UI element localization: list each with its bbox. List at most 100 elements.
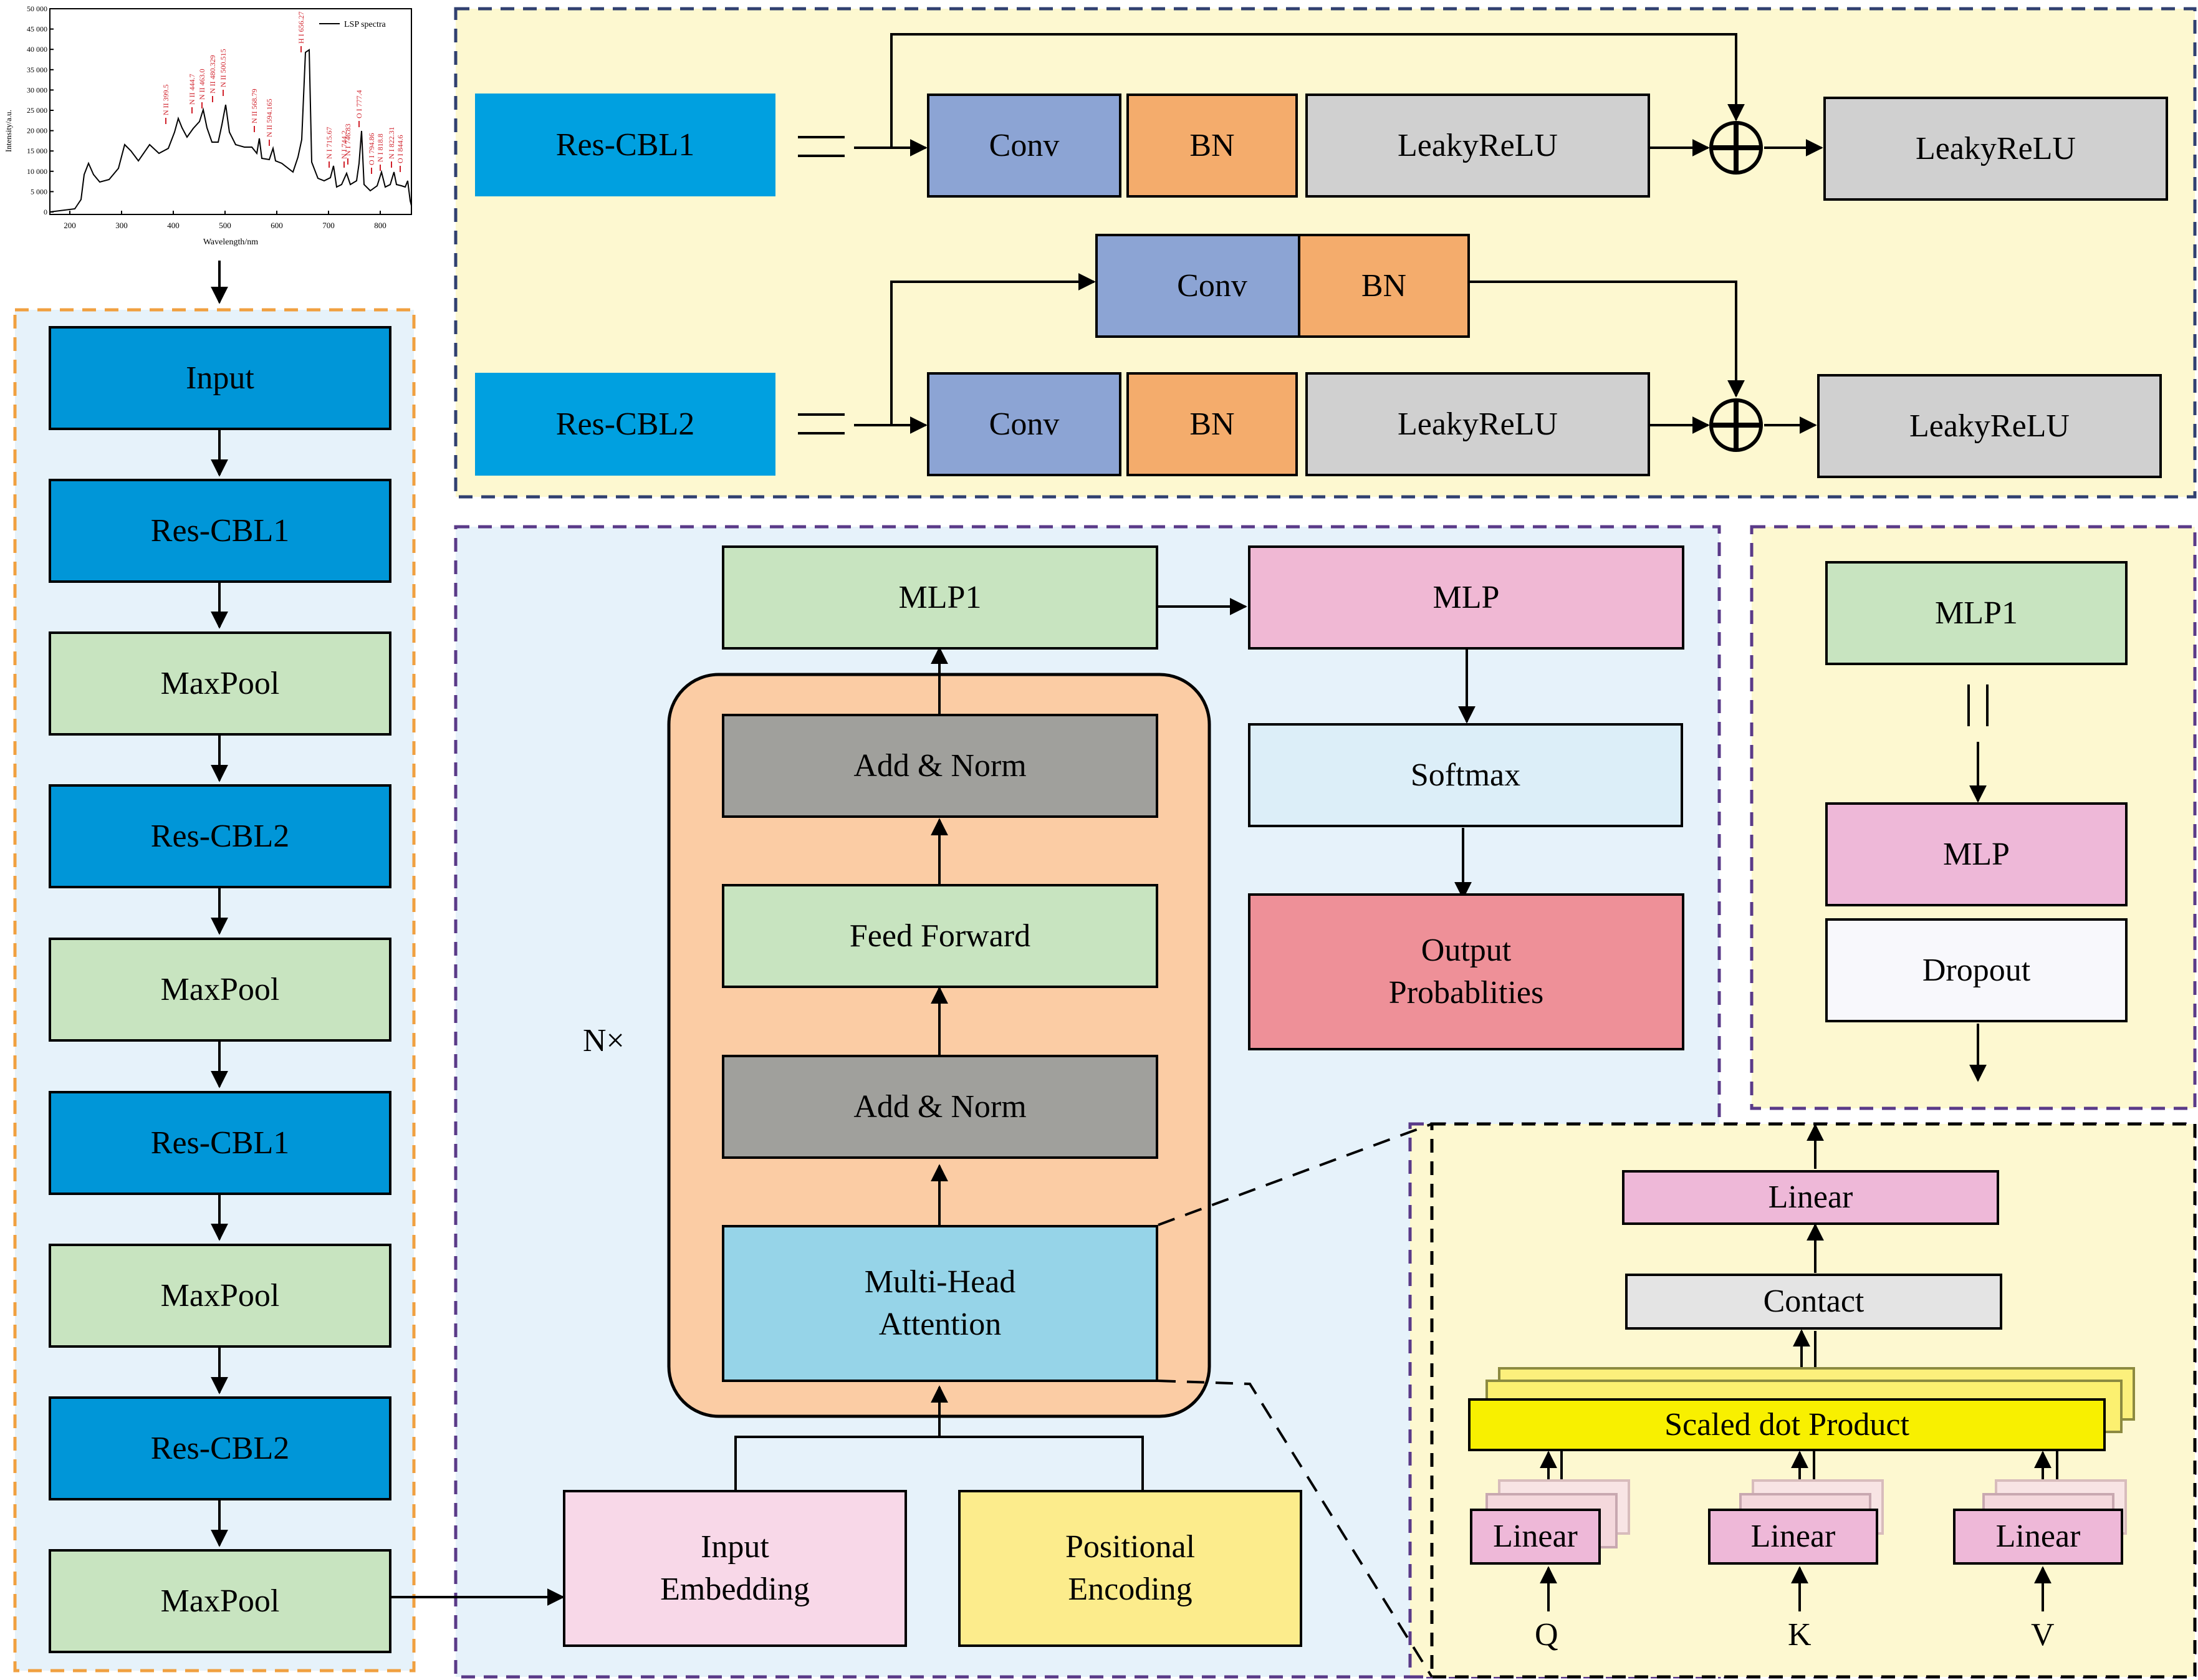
x-axis-ticks: 200 300 400 500 600 700 800	[64, 211, 386, 230]
res-cbl2-leaky-out: LeakyReLU	[1817, 374, 2162, 478]
peak-label: N I 744.2	[340, 130, 348, 159]
posenc-line1: Positional	[1065, 1529, 1196, 1565]
y-tick-label: 35 000	[27, 65, 47, 74]
y-tick-label: 5 000	[31, 187, 47, 196]
encoder-feed-forward: Feed Forward	[722, 884, 1158, 988]
y-tick-label: 20 000	[27, 127, 47, 135]
y-axis-label: Intensity/a.u.	[4, 110, 13, 152]
att-v-label: V	[2031, 1617, 2055, 1653]
y-axis-ticks: 0 5 000 10 000 15 000 20 000 25 000 30 000 35 0…	[27, 4, 54, 216]
peak-label: N II 399.5	[161, 84, 170, 115]
att-q-label: Q	[1535, 1617, 1558, 1653]
peak-label: O I 844.6	[396, 135, 405, 163]
n-times-label: N×	[583, 1023, 625, 1058]
embed-line1: Input	[701, 1529, 769, 1565]
peak-label: N II 480.329	[208, 55, 217, 94]
res-cbl2-branch-conv: Conv	[1095, 234, 1329, 338]
encoder-add-norm-bottom: Add & Norm	[722, 1055, 1158, 1159]
x-tick-label: 400	[167, 221, 180, 230]
mha-line1: Multi-Head	[864, 1264, 1016, 1300]
peak-label: O I 777.4	[355, 90, 363, 118]
output-line2: Probablities	[1388, 975, 1544, 1010]
att-linear-v: Linear	[1953, 1509, 2123, 1565]
res-cbl2-bn: BN	[1126, 372, 1298, 476]
embed-line2: Embedding	[660, 1572, 810, 1607]
res1-skip	[890, 33, 1745, 148]
backbone-res-cbl2-a: Res-CBL2	[49, 784, 391, 888]
backbone-res-cbl2-b: Res-CBL2	[49, 1396, 391, 1500]
backbone-res-cbl1-b: Res-CBL1	[49, 1091, 391, 1195]
peak-label: N I 818.8	[376, 133, 385, 162]
att-linear-top: Linear	[1622, 1170, 1999, 1225]
transformer-mlp1: MLP1	[722, 545, 1158, 650]
peak-label: N II 463.0	[198, 69, 206, 100]
transformer-softmax: Softmax	[1248, 723, 1683, 827]
y-tick-label: 10 000	[27, 167, 47, 176]
x-tick-label: 800	[374, 221, 386, 230]
res-cbl1-conv: Conv	[927, 94, 1121, 198]
input-embedding: Input Embedding	[563, 1490, 907, 1647]
mlp-detail-mlp1: MLP1	[1825, 561, 2128, 665]
y-tick-label: 15 000	[27, 146, 47, 155]
peak-label: N I 746.83	[343, 123, 352, 156]
att-linear-q: Linear	[1470, 1509, 1601, 1565]
legend-label: LSP spectra	[344, 20, 386, 29]
plot-frame	[49, 8, 412, 215]
peak-label: N I 822.31	[387, 127, 396, 159]
backbone-res-cbl1-a: Res-CBL1	[49, 479, 391, 583]
res2-branch-to-add	[1470, 281, 1745, 398]
res-cbl2-conv: Conv	[927, 372, 1121, 476]
res-cbl2-branch-bn: BN	[1298, 234, 1470, 338]
encoder-add-norm-top: Add & Norm	[722, 714, 1158, 818]
peak-label: N II 500.515	[219, 49, 228, 87]
spectrum-line	[49, 49, 412, 213]
res2-branch	[890, 273, 1096, 425]
peak-label: N II 594.165	[265, 98, 274, 137]
backbone-maxpool-d: MaxPool	[49, 1549, 391, 1653]
output-line1: Output	[1421, 933, 1512, 969]
transformer-mlp: MLP	[1248, 545, 1684, 650]
peak-label: N II 444.7	[188, 74, 196, 105]
x-tick-label: 300	[115, 221, 128, 230]
x-tick-label: 700	[322, 221, 335, 230]
mha-line2: Attention	[878, 1307, 1002, 1342]
res-cbl1-leaky-out: LeakyReLU	[1823, 97, 2168, 201]
positional-encoding: Positional Encoding	[958, 1490, 1302, 1647]
peak-label: N I 715.67	[325, 127, 334, 159]
backbone-maxpool-a: MaxPool	[49, 631, 391, 736]
x-tick-label: 600	[271, 221, 283, 230]
transformer-output: Output Probablities	[1248, 893, 1684, 1050]
att-contact: Contact	[1625, 1274, 2002, 1330]
x-axis-label: Wavelength/nm	[203, 238, 258, 247]
zoom-line-top	[1158, 1123, 1433, 1226]
y-tick-label: 50 000	[27, 4, 47, 13]
res-cbl1-leaky: LeakyReLU	[1305, 94, 1650, 198]
y-tick-label: 45 000	[27, 25, 47, 34]
backbone-input: Input	[49, 326, 391, 430]
y-tick-label: 30 000	[27, 85, 47, 94]
backbone-maxpool-b: MaxPool	[49, 938, 391, 1042]
encoder-multi-head-attention: Multi-Head Attention	[722, 1225, 1158, 1382]
mlp-detail-mlp: MLP	[1825, 802, 2128, 906]
y-tick-label: 0	[44, 208, 47, 216]
spectrum-plot: 0 5 000 10 000 15 000 20 000 25 000 30 000 35 0…	[4, 4, 412, 247]
embed-join	[734, 1436, 1144, 1490]
peak-label: O I 794.86	[367, 133, 376, 165]
att-scaled-dot: Scaled dot Product	[1468, 1398, 2106, 1451]
peak-label: N II 568.79	[250, 89, 259, 123]
peak-label: H I 656.27	[297, 11, 305, 44]
y-tick-label: 40 000	[27, 45, 47, 54]
x-tick-label: 200	[64, 221, 76, 230]
res-cbl2-label: Res-CBL2	[475, 373, 775, 476]
att-k-label: K	[1788, 1617, 1812, 1653]
posenc-line2: Encoding	[1068, 1572, 1193, 1607]
mlp-detail-dropout: Dropout	[1825, 918, 2128, 1022]
zoom-line-bottom	[1158, 1380, 1433, 1678]
res-cbl1-bn: BN	[1126, 94, 1298, 198]
backbone-maxpool-c: MaxPool	[49, 1244, 391, 1348]
y-tick-label: 25 000	[27, 106, 47, 115]
x-tick-label: 500	[219, 221, 231, 230]
res-cbl2-leaky: LeakyReLU	[1305, 372, 1650, 476]
res-cbl1-label: Res-CBL1	[475, 94, 775, 196]
